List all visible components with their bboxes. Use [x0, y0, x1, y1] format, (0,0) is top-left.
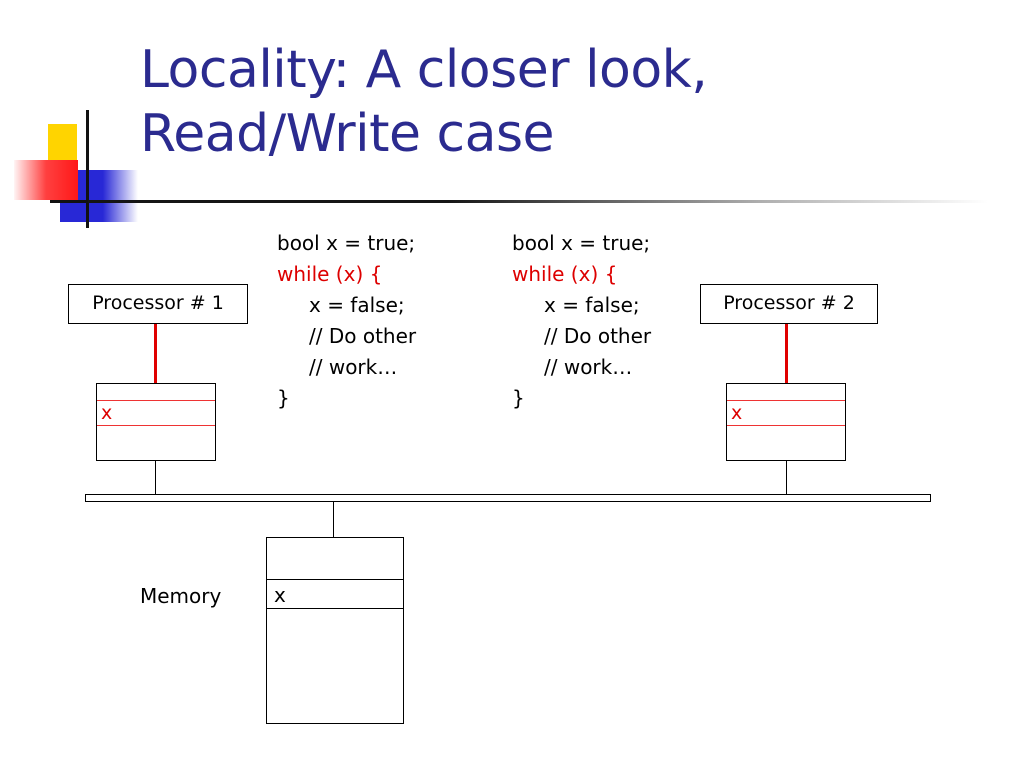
code-line-close-brace: }: [277, 386, 290, 410]
processor-1-bus-link: [155, 461, 156, 494]
code-line: bool x = true;: [512, 231, 651, 255]
processor-1-cache-link: [154, 324, 157, 384]
code-line-comment: // work…: [544, 355, 633, 379]
slide-title: Locality: A closer look, Read/Write case: [140, 38, 708, 166]
title-line-2: Read/Write case: [140, 104, 555, 164]
processor-2-cache-var: x: [731, 402, 743, 424]
title-line-1: Locality: A closer look,: [140, 40, 708, 100]
code-line-while: while (x) {: [277, 262, 383, 286]
code-line: x = false;: [544, 293, 640, 317]
memory-box: x: [266, 537, 404, 724]
code-line-comment: // Do other: [544, 324, 652, 348]
memory-label: Memory: [140, 584, 222, 608]
code-block-processor-2: bool x = true; while (x) { x = false; //…: [512, 228, 651, 414]
processor-1-label: Processor # 1: [92, 292, 224, 314]
processor-2-cache: x: [726, 383, 846, 461]
processor-2-box: Processor # 2: [700, 284, 878, 324]
code-line-comment: // Do other: [309, 324, 417, 348]
code-line-close-brace: }: [512, 386, 525, 410]
processor-1-box: Processor # 1: [68, 284, 248, 324]
system-bus: [85, 494, 931, 502]
memory-var: x: [274, 583, 286, 607]
code-line: x = false;: [309, 293, 405, 317]
code-line: bool x = true;: [277, 231, 416, 255]
processor-2-cache-line: [727, 400, 845, 426]
title-underline: [88, 200, 988, 203]
memory-bus-link: [333, 502, 334, 537]
memory-line: [267, 579, 403, 609]
processor-2-cache-link: [785, 324, 788, 384]
processor-1-cache: x: [96, 383, 216, 461]
code-block-processor-1: bool x = true; while (x) { x = false; //…: [277, 228, 416, 414]
processor-1-cache-line: [97, 400, 215, 426]
processor-1-cache-var: x: [101, 402, 113, 424]
code-line-comment: // work…: [309, 355, 398, 379]
logo-red-square: [14, 160, 78, 200]
code-line-while: while (x) {: [512, 262, 618, 286]
processor-2-label: Processor # 2: [723, 292, 855, 314]
logo-vertical-line: [86, 110, 89, 228]
processor-2-bus-link: [786, 461, 787, 494]
